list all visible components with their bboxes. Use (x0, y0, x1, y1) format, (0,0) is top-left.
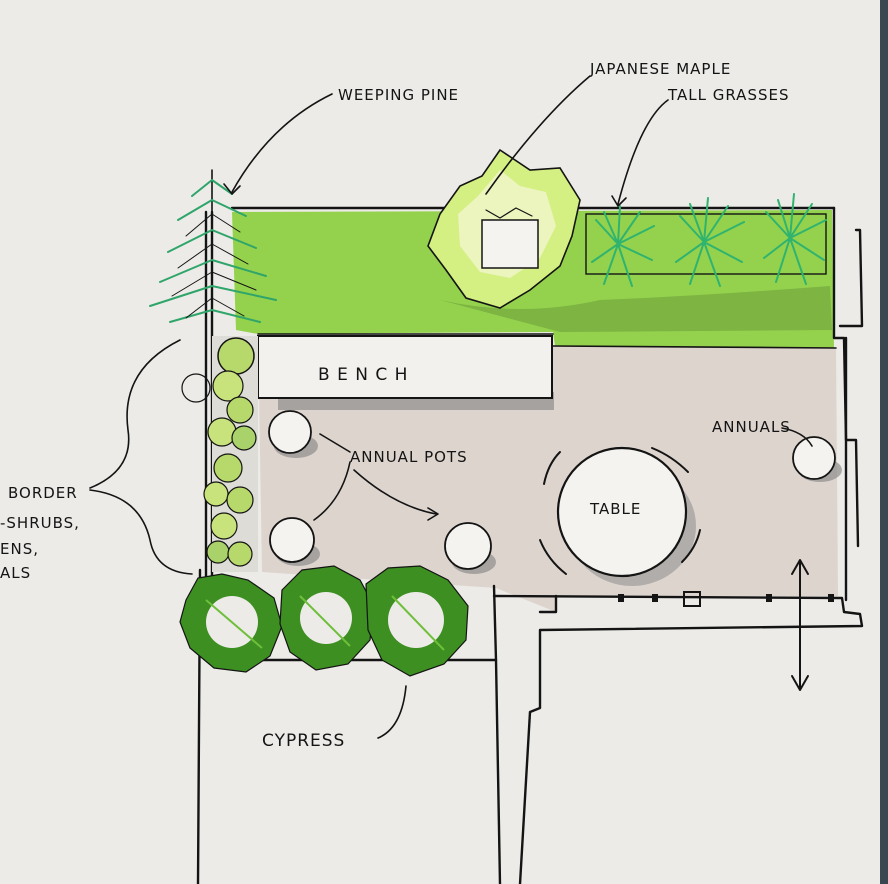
table (539, 446, 701, 586)
lawn-shadow (440, 286, 832, 332)
border-shrubs (181, 337, 257, 567)
fence-posts (618, 591, 834, 607)
label-border-3: ENS, (0, 540, 39, 558)
label-tall-grasses: TALL GRASSES (667, 86, 789, 104)
double-arrow (791, 559, 809, 691)
label-border-2: -SHRUBS, (0, 514, 80, 532)
label-annual-pots: ANNUAL POTS (350, 448, 468, 466)
cypress-shrubs (179, 565, 469, 677)
weeping-pine (149, 169, 277, 331)
label-weeping-pine: WEEPING PINE (338, 86, 459, 104)
table-label: TABLE (589, 500, 641, 518)
annual-pots (268, 410, 842, 574)
label-annuals: ANNUALS (712, 418, 791, 436)
japanese-maple (427, 148, 581, 309)
patio-edge (257, 333, 837, 349)
label-border-4: ALS (0, 564, 31, 582)
bench-label: B E N C H (318, 365, 408, 385)
leader-lines (89, 75, 813, 739)
tall-grasses (585, 193, 827, 287)
label-japanese-maple: JAPANESE MAPLE (589, 60, 731, 78)
notebook-edge (880, 0, 888, 884)
label-border-1: BORDER (8, 484, 78, 502)
label-cypress: CYPRESS (262, 731, 345, 751)
bench (257, 335, 553, 399)
